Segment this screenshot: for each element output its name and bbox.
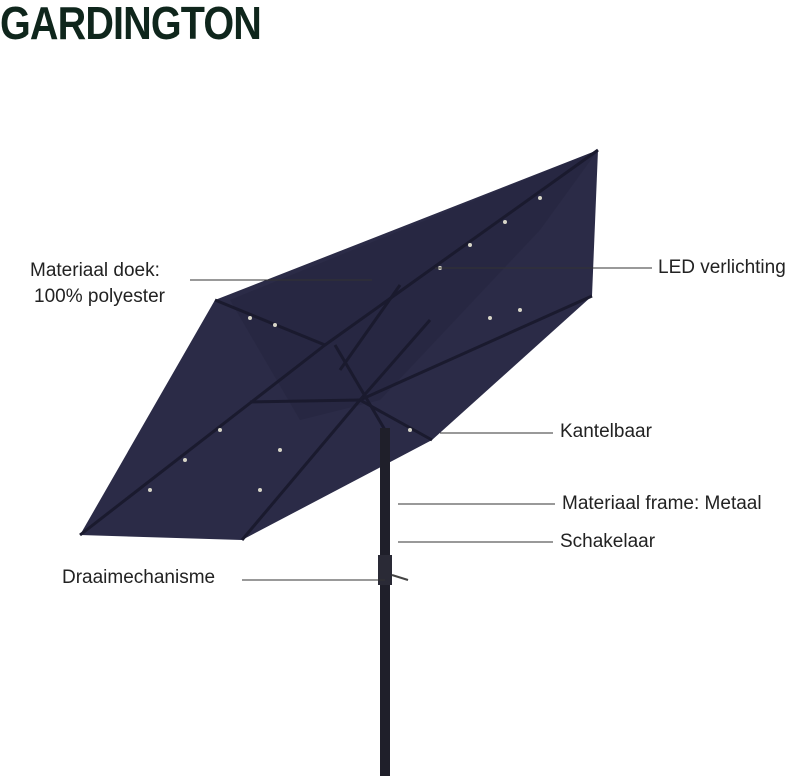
parasol-pole xyxy=(380,428,390,776)
callout-lines xyxy=(190,267,652,581)
canopy-ribs xyxy=(79,148,599,541)
crank-mechanism xyxy=(378,555,392,585)
label-led-lighting: LED verlichting xyxy=(658,257,786,278)
label-frame-material: Materiaal frame: Metaal xyxy=(562,493,762,514)
brand-logo: GARDINGTON xyxy=(0,0,262,49)
label-tilt: Kantelbaar xyxy=(560,421,652,442)
label-fabric-material: Materiaal doek: xyxy=(30,260,160,281)
label-switch: Schakelaar xyxy=(560,531,656,552)
label-crank: Draaimechanisme xyxy=(62,567,216,588)
led-lights xyxy=(148,196,542,492)
label-fabric-composition: 100% polyester xyxy=(34,286,165,307)
